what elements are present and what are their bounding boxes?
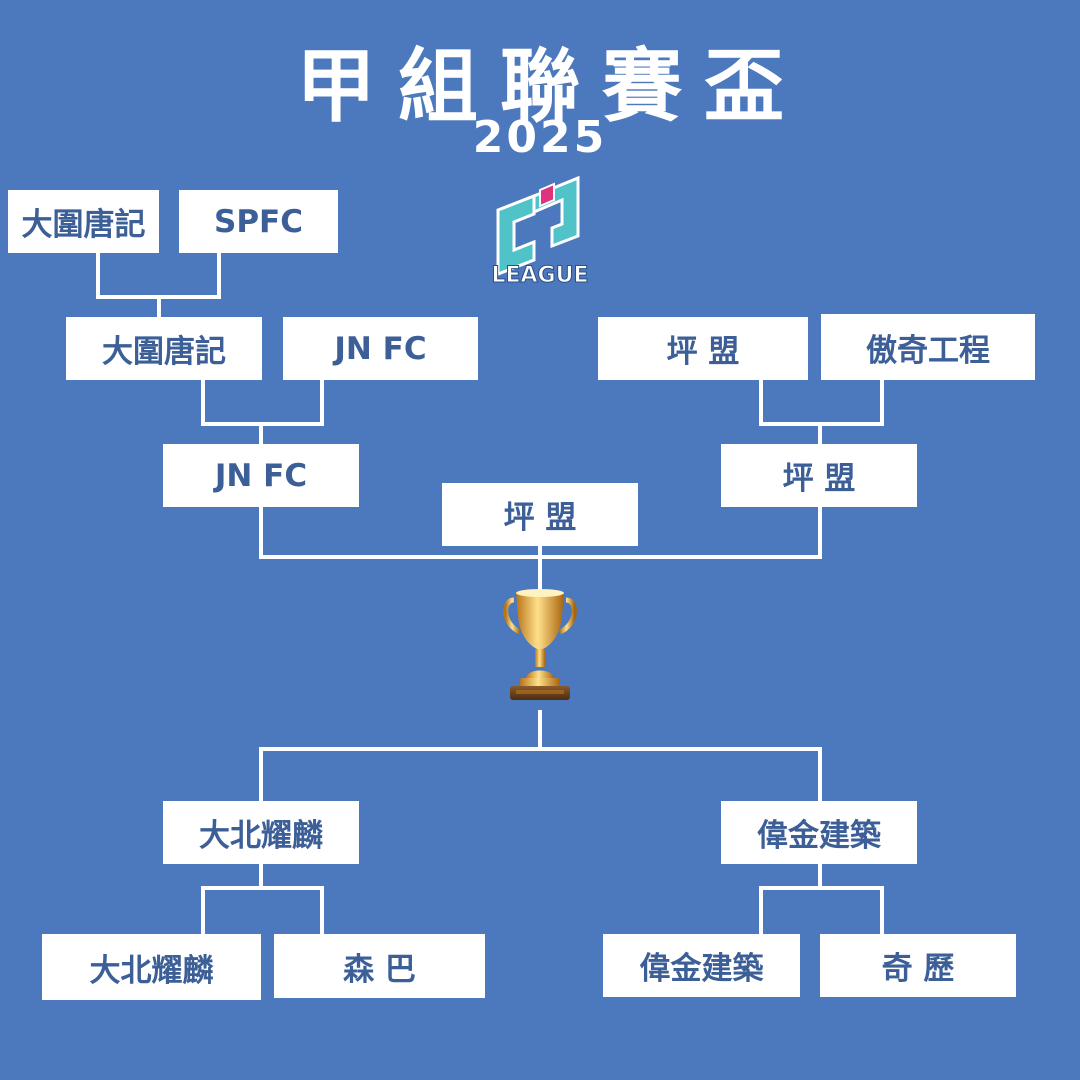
connector-line: [538, 546, 542, 590]
connector-line: [880, 380, 884, 426]
team-box-r2-top-right-a: 坪 盟: [598, 317, 808, 380]
connector-line: [818, 864, 822, 890]
connector-line: [201, 380, 205, 426]
connector-line: [538, 710, 542, 750]
connector-line: [96, 253, 100, 299]
connector-line: [320, 886, 324, 936]
connector-line: [259, 864, 263, 890]
cj-league-logo-icon: LEAGUE: [491, 175, 589, 289]
team-box-r2-top-right-b: 傲奇工程: [821, 314, 1035, 380]
connector-line: [217, 253, 221, 299]
connector-line: [259, 747, 822, 751]
team-box-r2-top-left-a: 大圍唐記: [66, 317, 262, 380]
connector-line: [259, 507, 263, 559]
logo-text: LEAGUE: [491, 263, 588, 288]
team-box-r2-top-left-b: JN FC: [283, 317, 478, 380]
team-box-r1-bottom-left-a: 大北耀麟: [42, 934, 261, 1000]
connector-line: [818, 422, 822, 446]
team-box-r1-bottom-right-a: 偉金建築: [603, 934, 800, 997]
team-box-semi-top-right: 坪 盟: [721, 444, 917, 507]
connector-line: [259, 422, 263, 446]
trophy-icon: [503, 589, 577, 700]
connector-line: [880, 886, 884, 936]
connector-line: [259, 747, 263, 801]
season-year: 2025: [472, 112, 608, 163]
team-box-final-winner: 坪 盟: [442, 483, 638, 546]
team-box-r1-top-left-a: 大圍唐記: [8, 190, 159, 253]
page-title: 甲組聯賽盃: [296, 40, 806, 133]
connector-line: [759, 886, 763, 936]
connector-line: [759, 380, 763, 426]
connector-line: [201, 886, 205, 936]
team-box-r1-bottom-right-b: 奇 歷: [820, 934, 1016, 997]
connector-line: [818, 507, 822, 559]
team-box-semi-bottom-right: 偉金建築: [721, 801, 917, 864]
team-box-r1-bottom-left-b: 森 巴: [274, 934, 485, 998]
connector-line: [157, 295, 161, 319]
team-box-semi-top-left: JN FC: [163, 444, 359, 507]
connector-line: [759, 886, 884, 890]
connector-line: [201, 886, 324, 890]
team-box-semi-bottom-left: 大北耀麟: [163, 801, 359, 864]
connector-line: [818, 747, 822, 801]
connector-line: [320, 380, 324, 426]
team-box-r1-top-left-b: SPFC: [179, 190, 338, 253]
